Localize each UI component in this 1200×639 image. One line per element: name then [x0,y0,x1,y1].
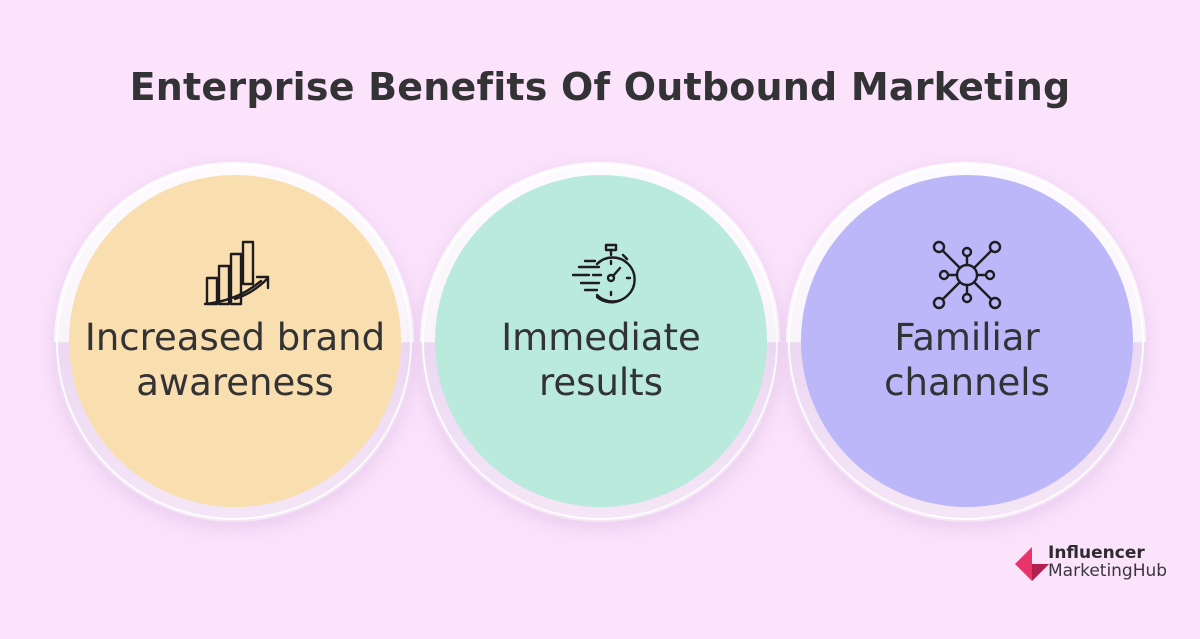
logo-text-marketinghub: MarketingHub [1048,561,1168,581]
benefit-label: Increased brand awareness [69,315,401,405]
benefit-label-line1: Immediate [501,316,701,359]
card-disc: Familiar channels [801,175,1133,507]
card-disc: Increased brand awareness [69,175,401,507]
benefit-card-immediate-results: Immediate results [420,162,780,522]
benefit-label-line2: awareness [136,361,334,404]
benefit-label: Immediate results [435,315,767,405]
logo-text-influencer: Influencer [1048,543,1145,563]
benefit-card-brand-awareness: Increased brand awareness [54,162,414,522]
benefit-label: Familiar channels [801,315,1133,405]
stopwatch-speed-icon [571,243,636,304]
diamond-logo-icon [1015,547,1049,581]
bar-chart-growth-icon [203,240,270,306]
influencer-marketing-hub-logo: Influencer MarketingHub [1015,543,1175,583]
page-title: Enterprise Benefits Of Outbound Marketin… [129,65,1071,109]
network-hub-icon [932,240,1002,310]
card-disc: Immediate results [435,175,767,507]
benefit-label-line2: results [539,361,663,404]
benefit-label-line1: Increased brand [84,316,386,359]
benefit-label-line2: channels [884,361,1050,404]
benefit-card-familiar-channels: Familiar channels [786,162,1146,522]
benefit-label-line1: Familiar [894,316,1040,359]
